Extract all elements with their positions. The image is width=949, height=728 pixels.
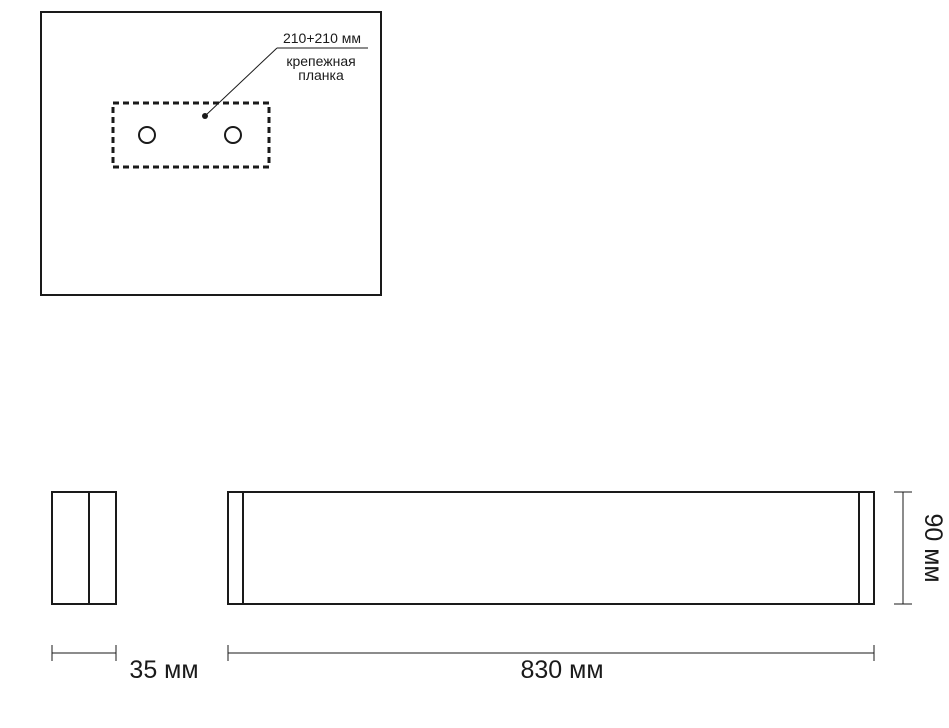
length-dimension: 830 мм (227, 645, 875, 684)
depth-dimension-label: 35 мм (129, 656, 198, 684)
length-dimension-label: 830 мм (520, 656, 603, 684)
mounting-bracket-outline (111, 101, 271, 169)
height-dimension-label: 90 мм (919, 513, 947, 582)
height-dimension: 90 мм (894, 491, 947, 605)
wall-plate-outline (40, 11, 382, 296)
front-view-outline (227, 491, 875, 605)
front-view (227, 491, 875, 605)
mounting-hole-left (138, 126, 156, 144)
leader-line (204, 47, 278, 117)
bracket-name-label-line2: планка (298, 67, 344, 83)
side-view (51, 491, 117, 605)
mounting-plate-view: 210+210 мм крепежная планка (40, 11, 382, 296)
side-view-outline (51, 491, 117, 605)
depth-dimension: 35 мм (51, 645, 199, 684)
bracket-size-label: 210+210 мм (283, 30, 361, 46)
bracket-name-label-line1: крепежная (286, 53, 355, 69)
mounting-hole-right (224, 126, 242, 144)
